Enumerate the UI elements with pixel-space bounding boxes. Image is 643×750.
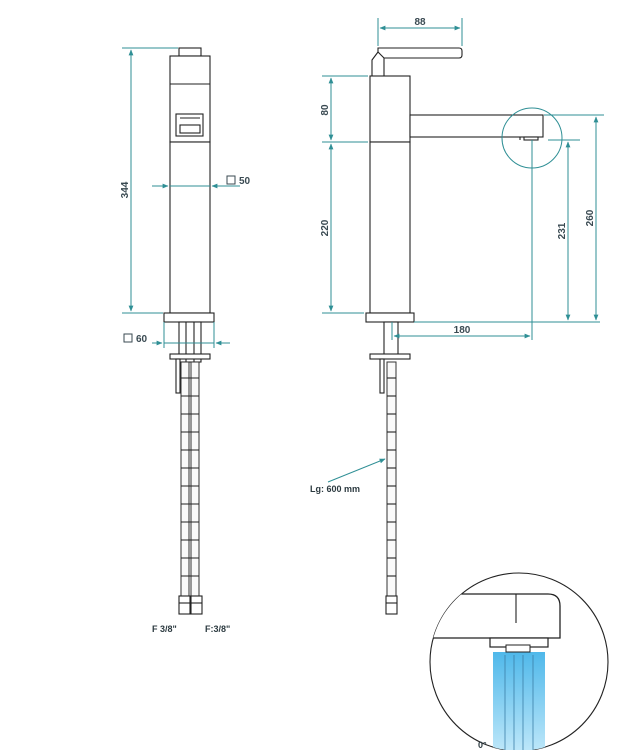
water-flow (493, 652, 545, 750)
side-dimensions: 88 80 220 180 231 260 Lg: 600 mm (310, 17, 604, 494)
label-connector-left: F 3/8" (152, 624, 177, 634)
front-lower-body (169, 141, 211, 314)
dim-spout-reach: 180 (454, 325, 471, 336)
dim-square-body: 50 (239, 176, 251, 187)
detail-aerator-insert (505, 644, 531, 653)
side-spout (409, 114, 544, 138)
side-threaded-rod (379, 358, 385, 394)
dim-square-base: 60 (136, 334, 148, 345)
dim-lower-height: 220 (320, 219, 331, 236)
side-stem (383, 321, 399, 359)
front-fixing-plate (169, 353, 211, 360)
dim-outlet-height: 260 (585, 209, 596, 226)
dim-height-total: 344 (120, 181, 131, 198)
label-hose-length: Lg: 600 mm (310, 484, 360, 494)
dim-lever-width: 88 (414, 17, 426, 28)
side-fixing-plate (369, 353, 411, 360)
side-base (365, 312, 415, 323)
dim-upper-height: 80 (320, 104, 331, 116)
side-lower-body (369, 141, 411, 314)
detail-spout (430, 593, 561, 639)
front-connector-right (190, 595, 203, 615)
front-hose-left (180, 361, 190, 597)
front-hose-segments (181, 377, 199, 577)
front-lever-cap (178, 47, 202, 57)
front-threaded-rod (175, 358, 181, 394)
square-symbol-icon (226, 175, 236, 185)
side-view (365, 47, 563, 615)
front-dimensions: 344 50 60 F 3/8" F:3/8" (120, 47, 251, 634)
front-base (163, 312, 215, 323)
front-hose-right (190, 361, 200, 597)
side-hose-segments (387, 377, 396, 577)
front-view (163, 47, 215, 615)
outlet-detail: 0° (429, 572, 609, 750)
side-aerator (523, 136, 539, 141)
side-upper-body (369, 75, 411, 143)
front-connector-left (178, 595, 191, 615)
label-connector-right: F:3/8" (205, 624, 230, 634)
side-lever-joint (371, 51, 385, 79)
side-lever (377, 47, 463, 59)
square-symbol-icon (123, 333, 133, 343)
front-stem (178, 321, 202, 363)
label-flow-angle: 0° (478, 740, 487, 750)
side-hose (386, 361, 397, 597)
side-connector (385, 595, 398, 615)
dim-spout-height: 231 (557, 222, 568, 239)
